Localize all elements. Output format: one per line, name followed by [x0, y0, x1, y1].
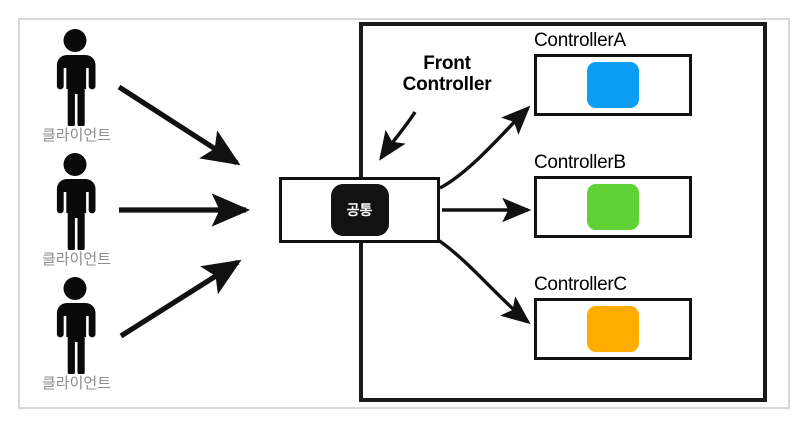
client-3: 클라이언트: [40, 276, 160, 393]
client-1: 클라이언트: [40, 28, 160, 145]
controller-a-frame: [534, 53, 692, 116]
controller-c-title: ControllerC: [534, 274, 627, 295]
person-icon: [56, 277, 96, 374]
controller-c-swatch: [587, 305, 639, 352]
controller-a: ControllerA: [534, 31, 692, 116]
front-controller-annotation-line1: Front: [423, 53, 471, 74]
controller-b: ControllerB: [534, 153, 692, 238]
front-controller-box: 공통: [279, 177, 440, 243]
front-controller-chip: 공통: [330, 184, 389, 236]
controller-b-swatch: [587, 183, 639, 230]
client-2-label: 클라이언트: [42, 250, 112, 268]
controller-c: ControllerC: [534, 275, 692, 360]
person-icon: [56, 153, 96, 250]
front-controller-annotation: Front Controller: [382, 53, 512, 96]
client-3-label: 클라이언트: [42, 374, 112, 392]
controller-b-title: ControllerB: [534, 152, 626, 173]
controller-a-swatch: [587, 61, 639, 108]
client-1-label: 클라이언트: [42, 126, 112, 144]
controller-b-frame: [534, 175, 692, 238]
person-icon: [56, 29, 96, 126]
client-2: 클라이언트: [40, 152, 160, 269]
front-controller-annotation-line2: Controller: [402, 74, 492, 96]
controller-a-title: ControllerA: [534, 30, 626, 51]
controller-c-frame: [534, 297, 692, 360]
